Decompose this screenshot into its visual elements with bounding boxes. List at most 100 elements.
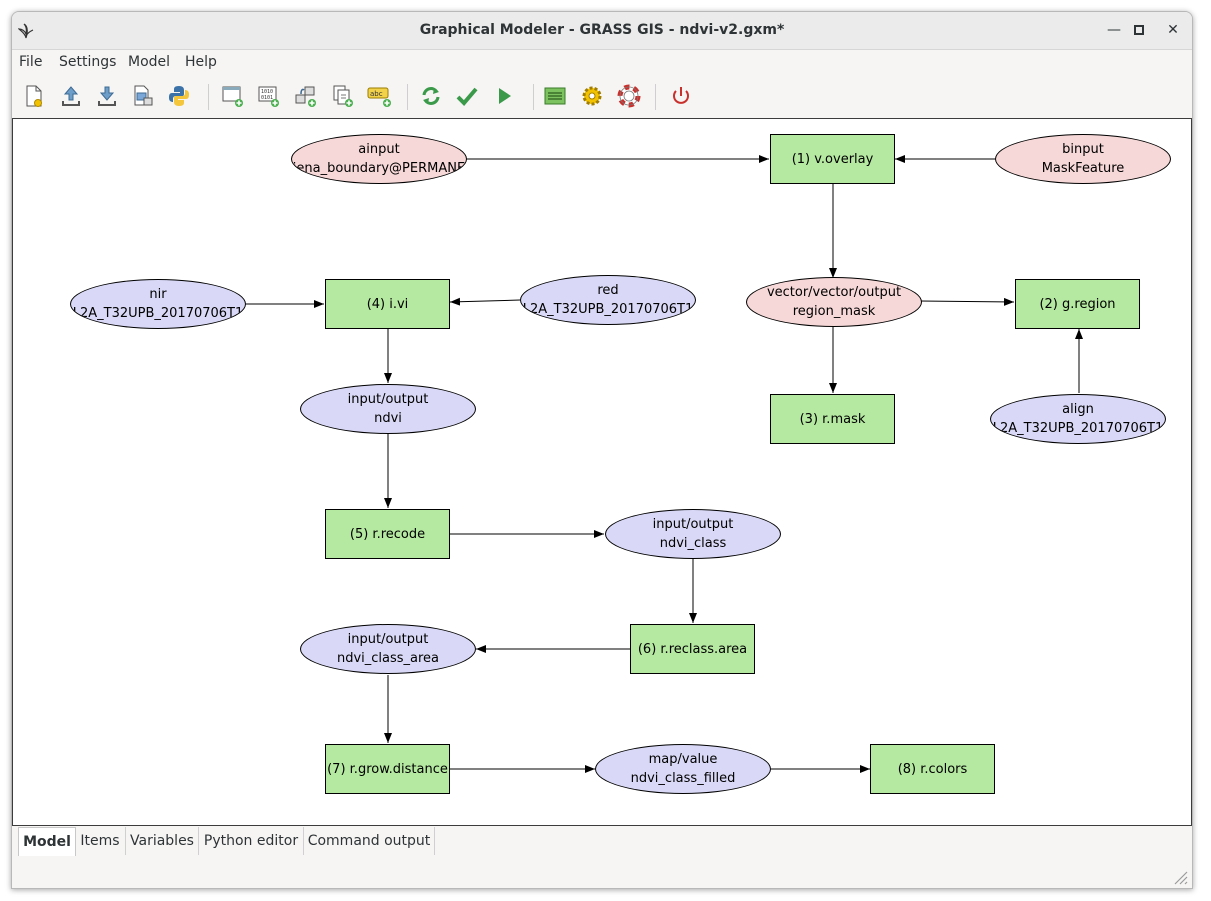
relation-arrow[interactable] <box>449 297 521 306</box>
svg-text:1010: 1010 <box>261 89 273 95</box>
add-relation-button[interactable] <box>292 82 320 110</box>
action-label: (5) r.recode <box>349 526 426 542</box>
export-python-button[interactable] <box>165 82 193 110</box>
node-value: ndvi_class_filled <box>630 771 736 786</box>
resize-grip-icon[interactable] <box>1170 867 1188 885</box>
node-value: L2A_T32UPB_20170706T1 <box>72 306 244 321</box>
help-icon <box>617 84 641 108</box>
menu-help[interactable]: Help <box>185 54 217 70</box>
relation-arrow[interactable] <box>919 297 1015 306</box>
node-name: align <box>1062 402 1094 417</box>
node-name: binput <box>1062 142 1104 157</box>
action-node-g-region[interactable]: (2) g.region <box>1015 279 1140 329</box>
action-label: (2) g.region <box>1039 296 1116 312</box>
node-name: nir <box>149 287 167 302</box>
export-image-button[interactable] <box>129 82 157 110</box>
maximize-icon <box>1134 25 1144 35</box>
tab-model[interactable]: Model <box>18 827 76 856</box>
grass-logo-icon <box>18 23 34 39</box>
quit-button[interactable] <box>667 82 695 110</box>
action-node-i-vi[interactable]: (4) i.vi <box>325 279 450 329</box>
maximize-button[interactable] <box>1128 20 1150 40</box>
validate-icon <box>456 87 478 106</box>
node-value: MaskFeature <box>1041 161 1125 176</box>
node-value: ndvi_class_area <box>336 651 440 666</box>
settings-button[interactable] <box>578 82 606 110</box>
save-model-icon <box>98 86 116 106</box>
data-node-ndvi[interactable]: input/output ndvi <box>300 384 476 434</box>
data-node-region-mask[interactable]: vector/vector/output region_mask <box>746 277 922 327</box>
new-model-icon <box>26 85 42 107</box>
redraw-icon <box>422 87 440 105</box>
add-command-button[interactable] <box>219 82 247 110</box>
action-label: (7) r.grow.distance <box>327 761 448 777</box>
action-label: (3) r.mask <box>799 411 866 427</box>
add-loop-icon <box>333 85 353 107</box>
add-relation-icon <box>295 86 316 107</box>
node-name: input/output <box>347 392 429 407</box>
save-model-button[interactable] <box>93 82 121 110</box>
data-node-ndvi-class-filled[interactable]: map/value ndvi_class_filled <box>595 744 771 794</box>
quit-icon <box>673 87 689 104</box>
open-model-button[interactable] <box>57 82 85 110</box>
menu-model[interactable]: Model <box>128 54 171 70</box>
data-node-ainput[interactable]: ainput jena_boundary@PERMANE <box>291 134 467 184</box>
action-label: (6) r.reclass.area <box>637 641 748 657</box>
action-node-v-overlay[interactable]: (1) v.overlay <box>770 134 895 184</box>
help-button[interactable] <box>615 82 643 110</box>
menu-settings[interactable]: Settings <box>59 54 117 70</box>
svg-text:0101: 0101 <box>261 95 273 101</box>
open-model-icon <box>62 86 80 106</box>
window-title: Graphical Modeler - GRASS GIS - ndvi-v2.… <box>419 22 785 38</box>
action-node-r-grow-distance[interactable]: (7) r.grow.distance <box>325 744 450 794</box>
svg-text:abc: abc <box>370 90 383 98</box>
close-button[interactable]: ✕ <box>1162 20 1184 40</box>
action-label: (8) r.colors <box>897 761 968 777</box>
action-label: (4) i.vi <box>366 296 409 312</box>
tab-python-editor[interactable]: Python editor <box>199 827 304 855</box>
data-node-nir[interactable]: nir L2A_T32UPB_20170706T1 <box>70 279 246 329</box>
add-command-icon <box>222 86 243 107</box>
data-node-ndvi-class[interactable]: input/output ndvi_class <box>605 509 781 559</box>
node-name: input/output <box>347 632 429 647</box>
tab-variables[interactable]: Variables <box>126 827 199 855</box>
data-node-binput[interactable]: binput MaskFeature <box>995 134 1171 184</box>
run-button[interactable] <box>490 82 518 110</box>
notebook-tabs: Model Items Variables Python editor Comm… <box>12 827 1192 859</box>
model-canvas[interactable]: ainput jena_boundary@PERMANE binput Mask… <box>12 118 1192 826</box>
node-value: ndvi_class <box>659 536 727 551</box>
python-icon <box>169 86 189 106</box>
toolbar-separator <box>655 84 656 110</box>
variables-button[interactable] <box>541 82 569 110</box>
redraw-button[interactable] <box>417 82 445 110</box>
data-node-align[interactable]: align L2A_T32UPB_20170706T1 <box>990 394 1166 444</box>
add-comment-icon: abc <box>367 87 391 107</box>
toolbar-separator <box>407 84 408 110</box>
data-node-red[interactable]: red L2A_T32UPB_20170706T1 <box>520 275 696 325</box>
minimize-icon: — <box>1107 22 1121 38</box>
node-value: L2A_T32UPB_20170706T1 <box>992 421 1164 436</box>
node-value: jena_boundary@PERMANE <box>292 161 466 176</box>
validate-button[interactable] <box>453 82 481 110</box>
action-node-r-mask[interactable]: (3) r.mask <box>770 394 895 444</box>
tab-command-output[interactable]: Command output <box>304 827 435 855</box>
action-node-r-colors[interactable]: (8) r.colors <box>870 744 995 794</box>
new-model-button[interactable] <box>20 82 48 110</box>
node-name: vector/vector/output <box>766 285 902 300</box>
tab-items[interactable]: Items <box>75 827 126 855</box>
toolbar-separator <box>533 84 534 110</box>
menu-file[interactable]: File <box>19 54 43 70</box>
title-bar: Graphical Modeler - GRASS GIS - ndvi-v2.… <box>12 12 1192 50</box>
data-node-ndvi-class-area[interactable]: input/output ndvi_class_area <box>300 624 476 674</box>
node-value: ndvi <box>374 411 402 426</box>
minimize-button[interactable]: — <box>1103 20 1125 40</box>
menu-bar: File Settings Model Help <box>12 50 1192 76</box>
modeler-window: Graphical Modeler - GRASS GIS - ndvi-v2.… <box>11 11 1193 889</box>
action-node-r-recode[interactable]: (5) r.recode <box>325 509 450 559</box>
action-node-r-reclass-area[interactable]: (6) r.reclass.area <box>630 624 755 674</box>
add-loop-button[interactable] <box>329 82 357 110</box>
add-comment-button[interactable]: abc <box>366 82 394 110</box>
